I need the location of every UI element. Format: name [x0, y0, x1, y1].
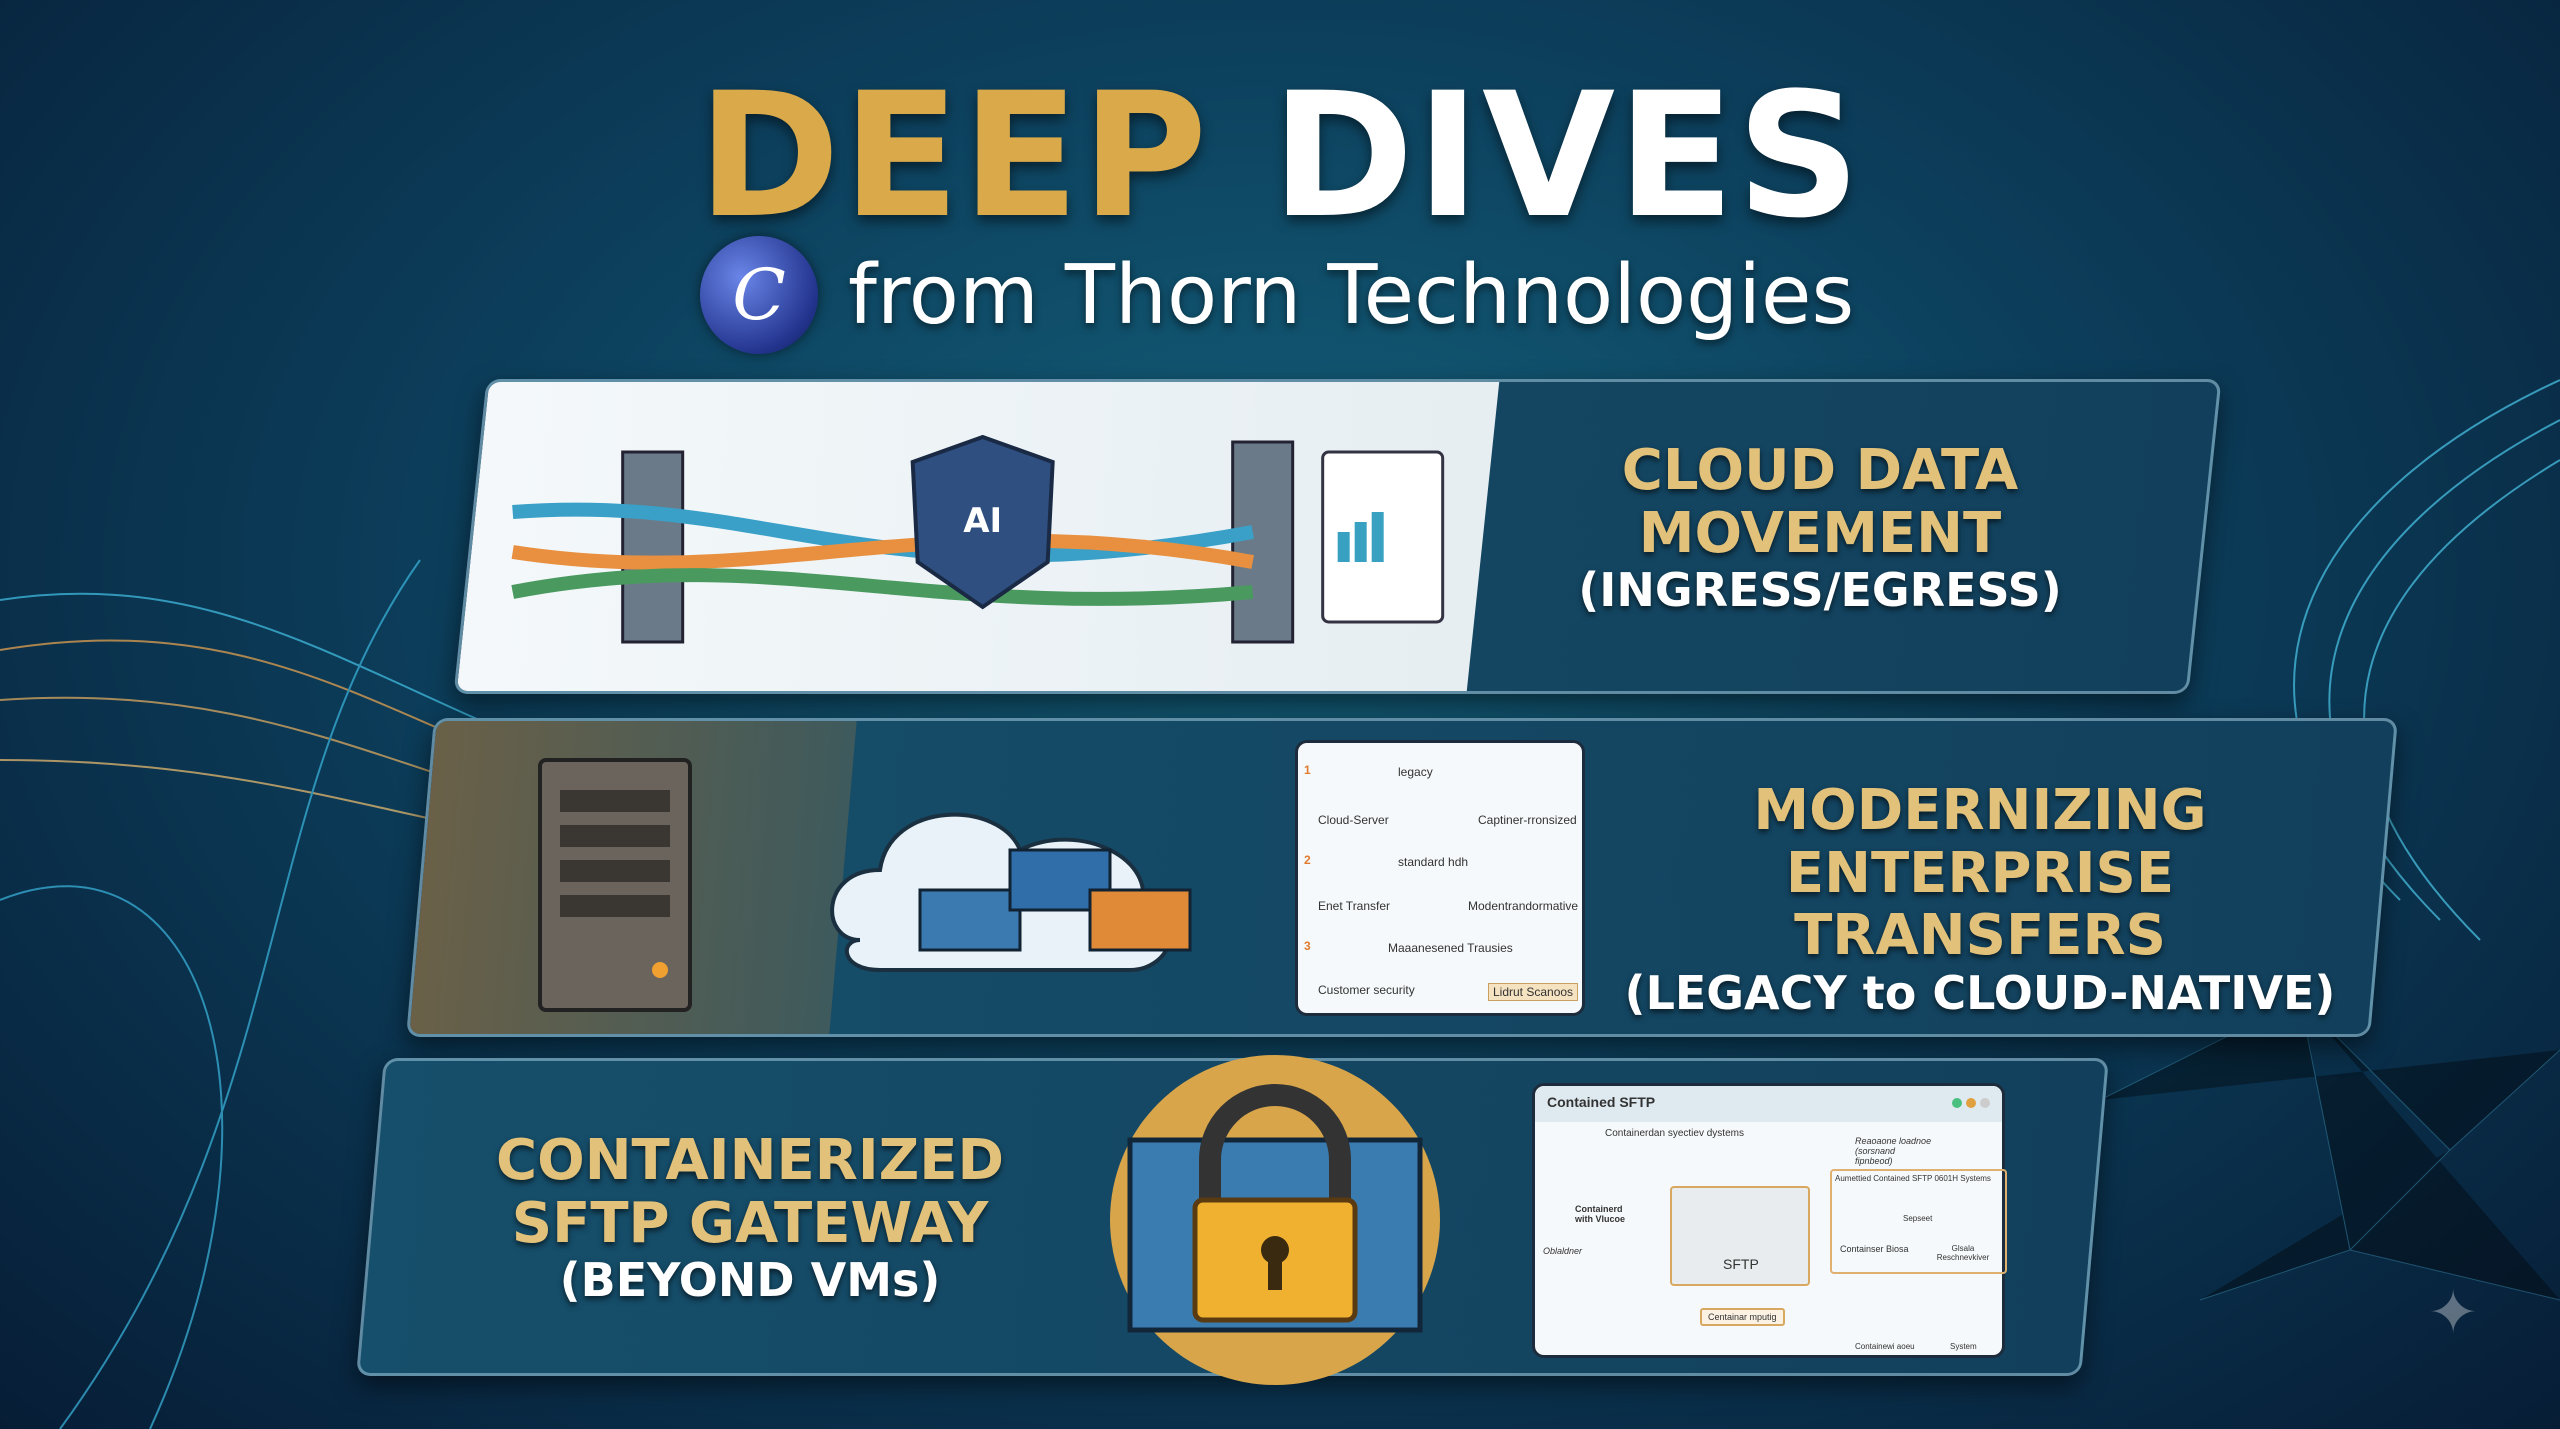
page-title: DEEP DIVES	[0, 55, 2560, 256]
step-left-label: Customer security	[1318, 983, 1415, 997]
panel1-line3: (INGRESS/EGRESS)	[1578, 563, 2062, 618]
step-number: 2	[1304, 853, 1311, 867]
subtitle: from Thorn Technologies	[848, 247, 1855, 343]
step-arrow-label: standard hdh	[1398, 855, 1469, 869]
step-right-label: Modentrandormative	[1468, 899, 1579, 913]
step-number: 1	[1304, 763, 1311, 777]
legacy-to-cloud-illustration	[538, 758, 1192, 1012]
sftp-label: SFTP	[1723, 1256, 1759, 1272]
bottom-left-label: Containewi aoeu	[1855, 1342, 1915, 1351]
thorn-logo-icon: C	[700, 236, 818, 354]
shield-icon	[910, 434, 1055, 610]
panel3-heading: CONTAINERIZED SFTP GATEWAY (BEYOND VMs)	[440, 1128, 1060, 1308]
systems-box-label: Aumettied Contained SFTP 0601H Systems	[1835, 1174, 1991, 1183]
card-title: Contained SFTP	[1547, 1094, 1656, 1110]
panel2-line1: MODERNIZING	[1753, 778, 2207, 843]
step-label: Sepseet	[1903, 1214, 1933, 1223]
panel1-illustration: AI	[456, 382, 1500, 694]
step-arrow-label: legacy	[1398, 765, 1433, 779]
title-deep: DEEP	[697, 55, 1210, 256]
note-label: Reaoaone loadnoe (sorsnand fipnbeod)	[1855, 1136, 1932, 1166]
migration-steps-card: 1 legacy Cloud-Server Captiner-rronsized…	[1295, 740, 1585, 1016]
legacy-server-icon	[538, 758, 692, 1012]
shield-label: AI	[963, 501, 1002, 541]
bottom-box: Centainar mputig	[1700, 1308, 1785, 1326]
data-movement-illustration: AI	[511, 434, 1445, 644]
panel1-line1: CLOUD DATA	[1621, 438, 2019, 503]
step-left-label: Enet Transfer	[1318, 899, 1391, 913]
container-blue-icon	[918, 888, 1022, 952]
panel3-line3: (BEYOND VMs)	[559, 1253, 941, 1308]
top-label: Containerdan syectiev dystems	[1605, 1128, 1744, 1139]
step-right-label: Lidrut Scanoos	[1488, 983, 1579, 1001]
window-controls	[1952, 1098, 1990, 1108]
sftp-architecture-card: Contained SFTP Containerdan syectiev dys…	[1532, 1083, 2007, 1358]
locked-container-illustration	[1110, 1055, 1440, 1385]
sparkle-icon: ✦	[2428, 1278, 2479, 1348]
padlock-shackle	[1199, 1084, 1351, 1210]
panel-cloud-data-movement: AI	[453, 379, 2222, 694]
systems-box	[1830, 1169, 2007, 1274]
step-left-label: Cloud-Server	[1318, 813, 1389, 827]
step-arrow-label: Maaanesened Trausies	[1388, 941, 1513, 955]
bottom-right-label: System	[1950, 1342, 1977, 1351]
container-orange-icon	[1088, 888, 1192, 952]
panel2-heading: MODERNIZING ENTERPRISE TRANSFERS (LEGACY…	[1610, 778, 2350, 1021]
card-titlebar	[1535, 1086, 2002, 1122]
firewall-gate-right-icon	[1231, 440, 1295, 644]
client-arrow-label: Containerd with Vlucoe	[1575, 1204, 1626, 1224]
firewall-gate-left-icon	[621, 450, 685, 644]
db-label: Containser Biosa	[1840, 1244, 1909, 1254]
title-dives: DIVES	[1271, 55, 1863, 256]
panel1-heading: CLOUD DATA MOVEMENT (INGRESS/EGRESS)	[1500, 438, 2140, 618]
panel3-line2: SFTP GATEWAY	[511, 1190, 989, 1256]
step-number: 3	[1304, 939, 1311, 953]
panel3-line1: CONTAINERIZED	[495, 1128, 1005, 1193]
step-right-label: Captiner-rronsized	[1478, 813, 1577, 827]
panel2-line3: (LEGACY to CLOUD-NATIVE)	[1624, 966, 2336, 1021]
panel2-line2: ENTERPRISE TRANSFERS	[1785, 840, 2175, 969]
subtitle-row: C from Thorn Technologies	[700, 236, 1854, 354]
client-label: Oblaldner	[1543, 1246, 1583, 1256]
panel1-line2: MOVEMENT	[1638, 500, 2002, 566]
cloud-label: Glsala Reschnevkiver	[1936, 1244, 1990, 1262]
logo-letter: C	[732, 254, 786, 336]
sftp-box	[1670, 1186, 1810, 1286]
